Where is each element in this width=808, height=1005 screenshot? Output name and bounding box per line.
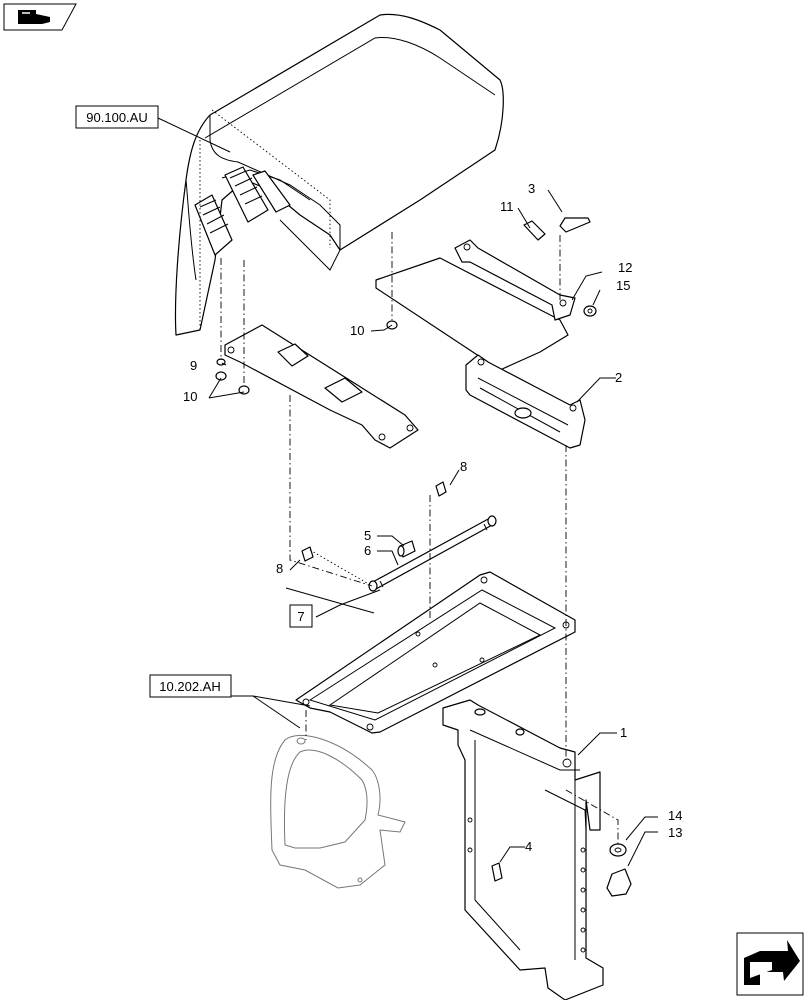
callout-11: 11	[500, 199, 514, 214]
hood-outline-dotted	[199, 109, 331, 330]
next-page-arrow-icon[interactable]	[736, 932, 804, 996]
reference-box-top[interactable]: 90.100.AU	[75, 105, 159, 129]
callout-5: 5	[364, 528, 371, 543]
callout-8-upper: 8	[460, 459, 467, 474]
mounting-bracket-plate	[224, 324, 419, 449]
fastener-parts	[215, 217, 632, 897]
callout-numbers: 1 2 3 4 5 6 8 8 9 10 10 11 12 13 14 15	[183, 181, 682, 854]
callout-3: 3	[528, 181, 535, 196]
callout-9: 9	[190, 358, 197, 373]
callout-15: 15	[616, 278, 630, 293]
reference-label-top: 90.100.AU	[86, 110, 147, 125]
callout-13: 13	[668, 825, 682, 840]
callout-2: 2	[615, 370, 622, 385]
upper-hinge-plate	[375, 239, 576, 371]
reference-seat-frame	[270, 734, 406, 889]
callout-14: 14	[668, 808, 682, 823]
bushing	[397, 540, 416, 558]
callout-6: 6	[364, 543, 371, 558]
callout-7: 7	[297, 609, 304, 624]
leader-lines	[157, 117, 658, 867]
reference-box-7: 7	[289, 604, 313, 628]
pivot-shaft	[368, 515, 497, 592]
reference-label-bottom: 10.202.AH	[159, 679, 220, 694]
hood-cover	[174, 13, 504, 336]
support-stand	[442, 699, 604, 1001]
callout-1: 1	[620, 725, 627, 740]
callout-8-lower: 8	[276, 561, 283, 576]
hinge-frame	[465, 354, 586, 449]
callout-10-upper: 10	[350, 323, 364, 338]
callout-12: 12	[618, 260, 632, 275]
assembly-center-lines	[220, 232, 619, 845]
callout-4: 4	[525, 839, 532, 854]
previous-page-arrow-icon[interactable]	[3, 3, 77, 31]
base-frame-plate	[295, 571, 576, 734]
callout-10-lower: 10	[183, 389, 197, 404]
reference-box-bottom[interactable]: 10.202.AH	[149, 674, 232, 698]
